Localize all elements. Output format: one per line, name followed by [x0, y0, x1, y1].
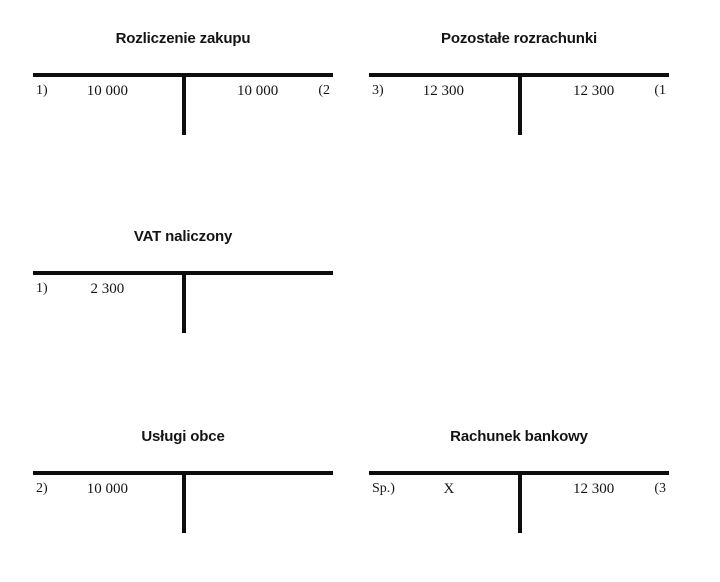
debit-entry-amount: 10 000 — [86, 481, 128, 497]
t-account-entries: 3) 12 300 12 300 (1 — [369, 78, 669, 104]
credit-entry-amount: 12 300 — [573, 481, 615, 497]
credit-side: 10 000 (2 — [183, 78, 333, 104]
debit-entry-amount: X — [443, 481, 455, 497]
t-account-frame: 1) 2 300 — [33, 271, 333, 376]
credit-entry-amount: 12 300 — [573, 83, 615, 99]
debit-side: 1) 2 300 — [33, 276, 183, 302]
t-account-center-stem — [182, 471, 186, 533]
t-account-title: Rachunek bankowy — [450, 428, 588, 445]
credit-side — [183, 476, 333, 502]
debit-entry-ref: 2) — [36, 481, 48, 496]
debit-entry-ref: 1) — [36, 83, 48, 98]
t-account-frame: Sp.) X 12 300 (3 — [369, 471, 669, 576]
t-account-title: VAT naliczony — [133, 228, 233, 245]
t-account-frame: 1) 10 000 10 000 (2 — [33, 73, 333, 178]
t-account-center-stem — [518, 471, 522, 533]
t-account-entries: Sp.) X 12 300 (3 — [369, 476, 669, 502]
debit-side: 2) 10 000 — [33, 476, 183, 502]
t-account-title: Pozostałe rozrachunki — [440, 30, 598, 47]
t-account-center-stem — [182, 73, 186, 135]
t-account-frame: 2) 10 000 — [33, 471, 333, 576]
debit-entry-amount: 12 300 — [422, 83, 464, 99]
t-account-title: Rozliczenie zakupu — [115, 30, 251, 47]
credit-side: 12 300 (1 — [519, 78, 669, 104]
debit-side: 1) 10 000 — [33, 78, 183, 104]
credit-entry-ref: (2 — [318, 83, 330, 98]
debit-entry-amount: 10 000 — [86, 83, 128, 99]
credit-entry-amount: 10 000 — [237, 83, 279, 99]
debit-side: 3) 12 300 — [369, 78, 519, 104]
debit-entry-ref: 1) — [36, 281, 48, 296]
debit-entry-amount: 2 300 — [90, 281, 125, 297]
t-account-title: Usługi obce — [141, 428, 225, 445]
credit-side: 12 300 (3 — [519, 476, 669, 502]
debit-side: Sp.) X — [369, 476, 519, 502]
t-account-entries: 2) 10 000 — [33, 476, 333, 502]
credit-entry-ref: (3 — [654, 481, 666, 496]
credit-side — [183, 276, 333, 302]
debit-entry-ref: Sp.) — [372, 481, 395, 496]
t-account-entries: 1) 10 000 10 000 (2 — [33, 78, 333, 104]
t-account-frame: 3) 12 300 12 300 (1 — [369, 73, 669, 178]
debit-entry-ref: 3) — [372, 83, 384, 98]
t-account-center-stem — [518, 73, 522, 135]
credit-entry-ref: (1 — [654, 83, 666, 98]
t-account-center-stem — [182, 271, 186, 333]
t-account-entries: 1) 2 300 — [33, 276, 333, 302]
